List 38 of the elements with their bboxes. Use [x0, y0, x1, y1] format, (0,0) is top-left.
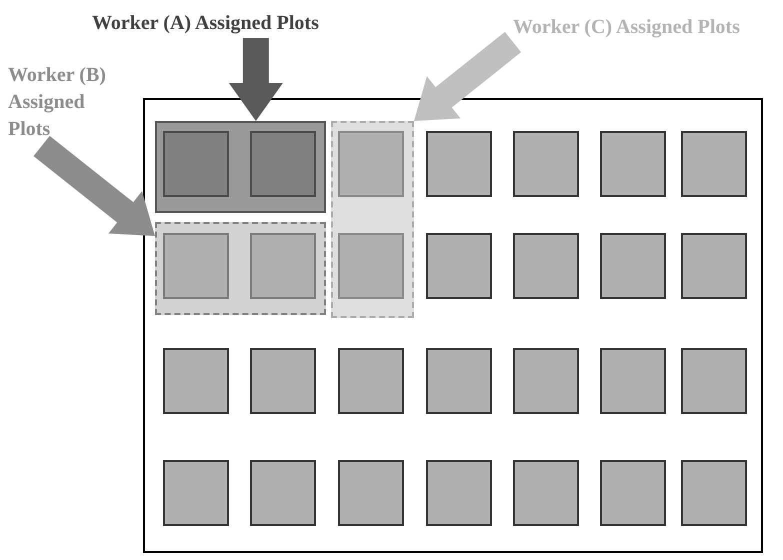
plot-square — [163, 131, 229, 197]
block-arrow — [414, 32, 522, 121]
plot-square — [163, 460, 229, 526]
plot-square — [513, 460, 579, 526]
plot-square — [513, 131, 579, 197]
plot-square — [250, 460, 316, 526]
plot-square — [163, 233, 229, 299]
plot-square — [600, 131, 666, 197]
plot-square — [426, 233, 492, 299]
plot-square — [338, 131, 404, 197]
plot-group — [155, 222, 326, 315]
worker-label: Worker (C) Assigned Plots — [513, 15, 741, 40]
worker-label: Worker (A) Assigned Plots — [92, 11, 320, 36]
plot-group — [331, 121, 414, 318]
plot-square — [681, 131, 747, 197]
plot-square — [681, 233, 747, 299]
plot-square — [600, 460, 666, 526]
plot-square — [338, 460, 404, 526]
plot-square — [681, 460, 747, 526]
block-arrow — [34, 136, 155, 236]
plot-square — [163, 348, 229, 414]
plot-square — [250, 233, 316, 299]
plot-square — [250, 131, 316, 197]
plot-square — [426, 131, 492, 197]
plot-square — [338, 233, 404, 299]
plot-square — [600, 348, 666, 414]
field-outline — [143, 98, 763, 553]
plot-square — [681, 348, 747, 414]
worker-label: Worker (B) Assigned Plots — [8, 63, 107, 142]
plot-square — [513, 233, 579, 299]
plot-square — [338, 348, 404, 414]
plot-square — [426, 460, 492, 526]
plot-square — [600, 233, 666, 299]
plot-square — [513, 348, 579, 414]
plot-group — [155, 121, 326, 213]
plot-square — [250, 348, 316, 414]
plot-square — [426, 348, 492, 414]
block-arrow — [228, 38, 283, 121]
